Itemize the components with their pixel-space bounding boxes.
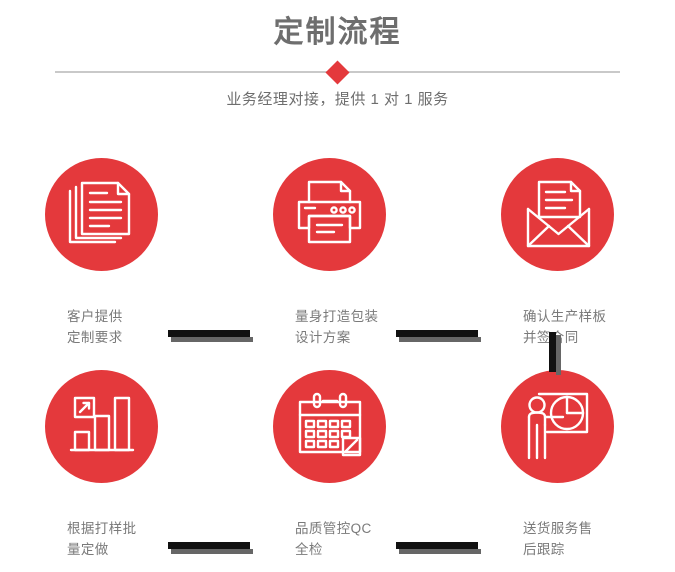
connector-step1-step2 [168, 330, 253, 342]
page-header: 定制流程 业务经理对接，提供 1 对 1 服务 [0, 0, 675, 125]
process-flow: 客户提供 定制要求 量身打造包装 设计方案 [0, 125, 675, 557]
connector-bar [168, 542, 250, 549]
page-subtitle: 业务经理对接，提供 1 对 1 服务 [226, 91, 449, 108]
flow-step-6-label: 送货服务售 后跟踪 [523, 521, 593, 557]
flow-step-1[interactable]: 客户提供 定制要求 [39, 148, 271, 360]
title-divider [55, 59, 620, 85]
presenter-pie-chart-icon [527, 392, 589, 460]
flow-step-4[interactable]: 根据打样批 量定做 [39, 360, 271, 572]
documents-stack-icon [68, 181, 131, 244]
envelope-document-icon [526, 180, 591, 248]
calendar-check-icon [298, 392, 362, 457]
flow-step-5[interactable]: 品质管控QC 全检 [267, 360, 499, 572]
flow-step-1-label: 客户提供 定制要求 [67, 309, 123, 345]
connector-step5-step6 [396, 542, 481, 554]
connector-step2-step3 [396, 330, 481, 342]
connector-bar [549, 332, 556, 372]
flow-step-2[interactable]: 量身打造包装 设计方案 [267, 148, 499, 360]
connector-shadow [399, 337, 481, 342]
flow-step-3[interactable]: 确认生产样板 并签合同 [495, 148, 675, 360]
connector-shadow [556, 335, 561, 375]
connector-step4-step5 [168, 542, 253, 554]
connector-shadow [171, 337, 253, 342]
connector-bar [168, 330, 250, 337]
flow-step-4-badge [45, 370, 158, 483]
flow-step-2-label: 量身打造包装 设计方案 [295, 309, 379, 345]
bar-chart-growth-icon [69, 396, 135, 452]
flow-step-1-badge [45, 158, 158, 271]
flow-step-3-label: 确认生产样板 并签合同 [523, 309, 607, 345]
flow-step-5-badge [273, 370, 386, 483]
flow-step-6[interactable]: 送货服务售 后跟踪 [495, 360, 675, 572]
flow-step-6-badge [501, 370, 614, 483]
printer-icon [297, 180, 362, 244]
flow-step-3-badge [501, 158, 614, 271]
diamond-marker-icon [325, 59, 350, 85]
connector-step3-step6 [549, 332, 561, 375]
flow-step-2-badge [273, 158, 386, 271]
connector-bar [396, 542, 478, 549]
page-title: 定制流程 [273, 16, 402, 49]
connector-bar [396, 330, 478, 337]
